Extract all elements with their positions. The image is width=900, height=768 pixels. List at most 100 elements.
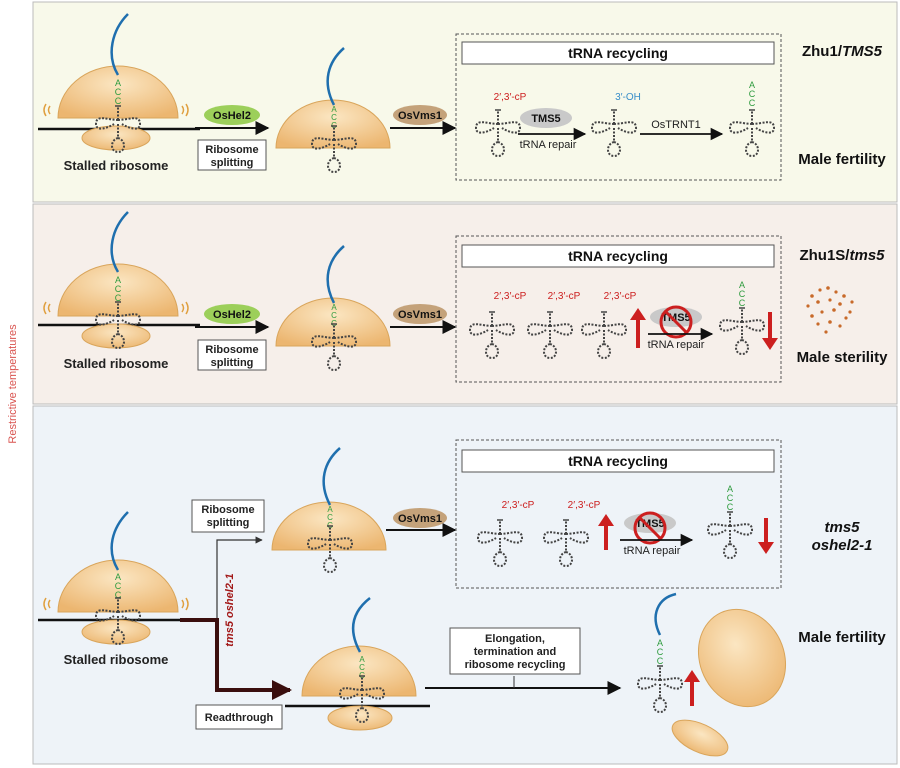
recycling-box-1 bbox=[455, 33, 782, 181]
svg-text:C: C bbox=[657, 656, 664, 666]
cp-label-2c: 2′,3′-cP bbox=[604, 291, 637, 302]
branch-readthrough-path bbox=[180, 618, 292, 700]
panel-1: A C C Stalled ribosome OsHel2 Ribosome s… bbox=[32, 1, 898, 203]
oshel2-label-2: OsHel2 bbox=[213, 309, 251, 321]
genotype-3a: tms5 bbox=[824, 519, 860, 536]
cp-label-2a: 2′,3′-cP bbox=[494, 291, 527, 302]
phenotype-1: Male fertility bbox=[798, 151, 886, 168]
svg-text:C: C bbox=[749, 98, 756, 108]
cp-label-1: 2′,3′-cP bbox=[494, 92, 527, 103]
osvms1-pill-3 bbox=[393, 508, 447, 528]
panel-3: A C C Stalled ribosome tms5 oshel2-1 Rib… bbox=[32, 405, 898, 765]
up-arrow-3 bbox=[598, 514, 614, 550]
svg-text:C: C bbox=[115, 284, 122, 294]
svg-text:A: A bbox=[657, 638, 663, 648]
down-arrow-2 bbox=[762, 312, 778, 350]
osvms1-label-3: OsVms1 bbox=[398, 513, 442, 525]
svg-text:C: C bbox=[115, 581, 122, 591]
svg-text:C: C bbox=[115, 590, 122, 600]
recycling-box-3 bbox=[455, 439, 782, 589]
up-arrow-2 bbox=[630, 308, 646, 348]
stalled-label-1: Stalled ribosome bbox=[64, 158, 169, 173]
osvms1-pill-1 bbox=[393, 105, 447, 125]
elongation-box bbox=[449, 627, 581, 675]
split-ribosome-2: A C C bbox=[275, 245, 391, 371]
splitting-label-2a: Ribosome bbox=[205, 344, 258, 356]
splitting-label-2b: splitting bbox=[211, 357, 254, 369]
svg-text:A: A bbox=[727, 484, 733, 494]
stalled-label-2: Stalled ribosome bbox=[64, 356, 169, 371]
splitting-box-1 bbox=[197, 139, 267, 171]
pollen-dots-icon bbox=[806, 286, 854, 334]
svg-text:C: C bbox=[115, 96, 122, 106]
oh-label-1: 3′-OH bbox=[615, 92, 641, 103]
no-symbol-2 bbox=[659, 305, 693, 339]
splitting-label-1a: Ribosome bbox=[205, 144, 258, 156]
svg-text:C: C bbox=[115, 87, 122, 97]
no-symbol-3 bbox=[633, 511, 667, 545]
repair-label-1: tRNA repair bbox=[520, 139, 577, 151]
splitting-box-2 bbox=[197, 339, 267, 371]
down-arrow-3 bbox=[758, 518, 774, 554]
splitting-box-3 bbox=[191, 499, 265, 533]
recycling-box-2 bbox=[455, 235, 782, 383]
readthrough-ribosome: A C C bbox=[285, 597, 430, 731]
cp-label-3b: 2′,3′-cP bbox=[568, 500, 601, 511]
svg-text:C: C bbox=[749, 89, 756, 99]
svg-text:C: C bbox=[331, 113, 337, 122]
svg-text:A: A bbox=[749, 80, 755, 90]
readthrough-box bbox=[195, 704, 283, 730]
svg-text:A: A bbox=[115, 572, 121, 582]
osvms1-pill-2 bbox=[393, 304, 447, 324]
svg-text:C: C bbox=[331, 311, 337, 320]
svg-text:C: C bbox=[739, 298, 746, 308]
tms5-label-1: TMS5 bbox=[531, 113, 560, 125]
svg-text:C: C bbox=[327, 513, 333, 522]
splitting-label-1b: splitting bbox=[211, 157, 254, 169]
recycling-title-2: tRNA recycling bbox=[568, 248, 668, 264]
svg-text:C: C bbox=[115, 293, 122, 303]
elongation-label-b: termination and bbox=[474, 646, 557, 658]
small-subunit-released bbox=[671, 719, 729, 757]
tms5-pill-1 bbox=[520, 108, 572, 128]
stalled-ribosome-1: A C C bbox=[38, 13, 200, 153]
split-ribosome-3: A C C bbox=[271, 447, 387, 573]
oshel2-pill-2 bbox=[204, 304, 260, 324]
phenotype-2: Male sterility bbox=[797, 349, 889, 366]
readthrough-label: Readthrough bbox=[205, 712, 274, 724]
svg-text:A: A bbox=[115, 275, 121, 285]
panel-2: A C C Stalled ribosome OsHel2 Ribosome s… bbox=[32, 203, 898, 405]
svg-text:C: C bbox=[657, 647, 664, 657]
splitting-label-3a: Ribosome bbox=[201, 504, 254, 516]
genotype-3b: oshel2-1 bbox=[812, 537, 873, 554]
osvms1-label-1: OsVms1 bbox=[398, 110, 442, 122]
phenotype-3: Male fertility bbox=[798, 629, 886, 646]
genotype-2: Zhu1S/tms5 bbox=[799, 247, 885, 264]
elongation-label-a: Elongation, bbox=[485, 633, 545, 645]
recycling-title-1: tRNA recycling bbox=[568, 45, 668, 61]
stalled-ribosome-3: A C C bbox=[38, 511, 189, 645]
mutant-label: tms5 oshel2-1 bbox=[224, 573, 236, 646]
svg-text:A: A bbox=[115, 78, 121, 88]
svg-text:C: C bbox=[727, 493, 734, 503]
oshel2-pill-1 bbox=[204, 105, 260, 125]
ostrnt1-label-1: OsTRNT1 bbox=[651, 119, 701, 131]
stalled-label-3: Stalled ribosome bbox=[64, 652, 169, 667]
svg-text:A: A bbox=[331, 105, 337, 114]
svg-text:A: A bbox=[739, 280, 745, 290]
cp-label-2b: 2′,3′-cP bbox=[548, 291, 581, 302]
split-ribosome-1: A C C bbox=[275, 47, 391, 173]
stalled-ribosome-2: A C C bbox=[38, 211, 200, 349]
svg-text:A: A bbox=[331, 303, 337, 312]
recycling-title-3: tRNA recycling bbox=[568, 453, 668, 469]
svg-text:A: A bbox=[327, 505, 333, 514]
svg-text:C: C bbox=[727, 502, 734, 512]
svg-text:C: C bbox=[739, 289, 746, 299]
osvms1-label-2: OsVms1 bbox=[398, 309, 442, 321]
up-arrow-3b bbox=[684, 670, 700, 706]
svg-text:C: C bbox=[359, 663, 365, 672]
elongation-label-c: ribosome recycling bbox=[465, 659, 566, 671]
cp-label-3a: 2′,3′-cP bbox=[502, 500, 535, 511]
repair-label-3: tRNA repair bbox=[624, 545, 681, 557]
